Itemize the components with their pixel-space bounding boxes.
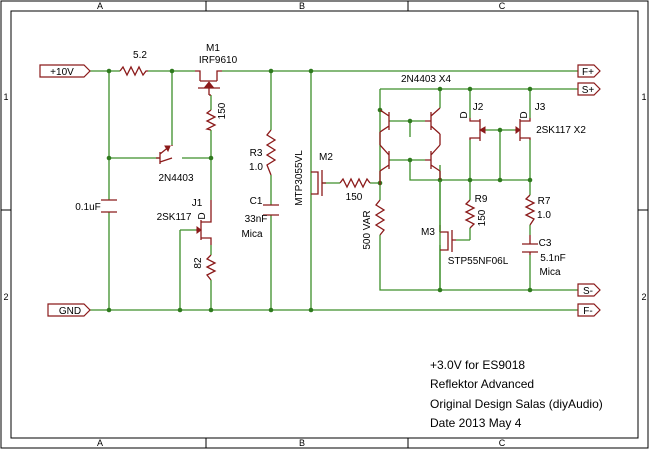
resistor-r7: R7 1.0 [524,194,551,226]
mosfet-m3-part: STP55NF06L [448,256,509,267]
jfet-j1-ref: J1 [192,198,203,209]
port-gnd-label: GND [59,306,81,317]
resistor-150-m1: 150 [205,102,228,131]
mosfet-m2-ref: M2 [319,152,333,163]
row-label-1-right: 1 [641,92,646,102]
port-f-plus-label: F+ [582,67,594,78]
title-line-4: Date 2013 May 4 [430,416,522,430]
port-vin-label: +10V [50,67,74,78]
mosfet-m2-part: MTP3055VL [294,150,305,206]
jfet-j3: J3 D 2SK117 X2 [515,102,586,141]
resistor-150-gate-value: 150 [346,192,363,203]
jfet-j2: J2 D [459,102,486,141]
row-label-1-left: 1 [3,92,8,102]
capacitor-c3: C3 5.1nF Mica [522,235,566,278]
jfet-j2-ref: J2 [473,102,484,113]
capacitor-0u1: 0.1uF [75,199,117,213]
jfet-j1: J1 2SK117 D [157,198,212,245]
port-f-plus: F+ [577,64,601,78]
title-line-2: Reflektor Advanced [430,377,534,391]
jfet-j3-ref: J3 [535,102,546,113]
transistor-quad-label: 2N4403 X4 [401,74,451,85]
transistor-2n4403: 2N4403 [156,145,194,184]
title-line-1: +3.0V for ES9018 [430,358,525,372]
port-vin: +10V [39,64,91,78]
port-f-minus: F- [577,303,601,317]
resistor-5r2-value: 5.2 [133,50,147,61]
resistor-r9: R9 150 [464,194,488,229]
mosfet-m1-ref: M1 [206,43,220,54]
port-gnd: GND [47,303,91,317]
jfet-j1-pin: D [197,212,208,219]
transistor-quad: 2N4403 X4 [379,74,451,185]
transistor-2n4403-part: 2N4403 [158,173,193,184]
resistor-r9-value: 150 [477,209,488,226]
mosfet-m2: M2 MTP3055VL [294,150,333,206]
resistor-r7-ref: R7 [538,196,551,207]
jfet-j2-pin: D [459,111,470,118]
port-s-minus: S- [577,283,601,297]
inner-border [10,10,639,439]
resistor-r3: R3 1.0 [249,129,277,176]
jfet-j3-pin: D [519,111,530,118]
resistor-r3-ref: R3 [250,148,263,159]
resistor-150-m1-value: 150 [217,102,228,119]
title-line-3: Original Design Salas (diyAudio) [430,397,603,411]
resistor-150-gate: 150 [339,177,371,203]
capacitor-c1: C1 33nF Mica [241,196,279,240]
capacitor-c1-value: 33nF [245,214,268,225]
jfet-j1-part: 2SK117 [157,212,192,223]
resistor-5r2: 5.2 [119,50,148,77]
resistor-82: 82 [193,254,217,281]
mosfet-m3-ref: M3 [421,227,435,238]
resistor-500var: 500 VAR [362,199,386,250]
column-label-b-bottom: B [299,438,305,448]
junctions [106,68,533,313]
jfet-j3-part: 2SK117 X2 [536,125,586,136]
capacitor-0u1-value: 0.1uF [75,202,101,213]
port-f-minus-label: F- [583,306,592,317]
column-label-c-top: C [499,1,506,11]
capacitor-c3-ref: C3 [539,238,552,249]
port-s-plus: S+ [577,82,601,96]
column-label-a-bottom: A [97,438,103,448]
capacitor-c1-type: Mica [241,229,263,240]
mosfet-m3: M3 STP55NF06L [421,180,509,267]
port-s-plus-label: S+ [582,85,595,96]
title-block: +3.0V for ES9018 Reflektor Advanced Orig… [430,358,603,430]
capacitor-c1-ref: C1 [250,196,263,207]
capacitor-c3-type: Mica [539,267,561,278]
mosfet-m1-part: IRF9610 [199,55,238,66]
resistor-82-value: 82 [193,257,204,269]
column-label-c-bottom: C [499,438,506,448]
column-label-b-top: B [299,1,305,11]
port-s-minus-label: S- [583,286,593,297]
resistor-r7-value: 1.0 [537,210,551,221]
wires [90,70,578,311]
row-label-2-right: 2 [641,292,646,302]
resistor-r9-ref: R9 [475,194,488,205]
column-label-a-top: A [97,1,103,11]
resistor-500var-value: 500 VAR [362,210,373,249]
resistor-r3-value: 1.0 [249,162,263,173]
row-label-2-left: 2 [3,292,8,302]
capacitor-c3-value: 5.1nF [540,253,566,264]
mosfet-m1: M1 IRF9610 [195,43,238,96]
